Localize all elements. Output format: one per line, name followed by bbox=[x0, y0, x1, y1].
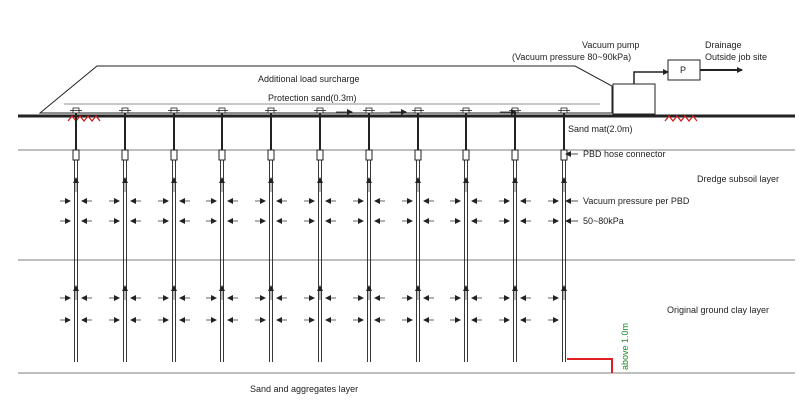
anchor-right bbox=[664, 115, 698, 122]
pipe-fitting bbox=[363, 107, 375, 114]
outside-site-label: Outside job site bbox=[705, 52, 767, 62]
vacuum-pressure-pump-label: (Vacuum pressure 80~90kPa) bbox=[512, 52, 631, 62]
pbd-connector-label: PBD hose connector bbox=[583, 149, 666, 159]
pbd-drains bbox=[70, 107, 570, 362]
surcharge-label: Additional load surcharge bbox=[258, 74, 360, 84]
vacuum-pump-label: Vacuum pump bbox=[582, 40, 639, 50]
dredge-layer-label: Dredge subsoil layer bbox=[697, 174, 779, 184]
pump-connection-pipe bbox=[633, 69, 669, 84]
pbd-hose-connector bbox=[267, 149, 275, 161]
vacuum-pump-box bbox=[612, 83, 656, 115]
pbd-hose-connector bbox=[511, 149, 519, 161]
pbd-hose-connector bbox=[72, 149, 80, 161]
above-depth-label: above 1.0m bbox=[620, 323, 630, 370]
pipe-fitting bbox=[314, 107, 326, 114]
pipe-fitting bbox=[216, 107, 228, 114]
pbd-hose-connector bbox=[170, 149, 178, 161]
pbd-hose-connector bbox=[121, 149, 129, 161]
above-depth-bracket bbox=[567, 358, 613, 373]
pipe-fitting bbox=[168, 107, 180, 114]
pbd-hose-connector bbox=[560, 149, 568, 161]
pbd-hose-connector bbox=[316, 149, 324, 161]
pbd-hose-connector bbox=[365, 149, 373, 161]
drainage-label: Drainage bbox=[705, 40, 742, 50]
original-clay-label: Original ground clay layer bbox=[667, 305, 769, 315]
pump-symbol-label: P bbox=[680, 65, 686, 75]
pbd-hose-connector bbox=[462, 149, 470, 161]
pipe-fitting bbox=[70, 107, 82, 114]
pipe-fitting bbox=[265, 107, 277, 114]
sand-mat-label: Sand mat(2.0m) bbox=[568, 124, 633, 134]
pipe-fitting bbox=[460, 107, 472, 114]
vacuum-per-pbd-label: Vacuum pressure per PBD bbox=[583, 196, 690, 206]
pipe-fitting bbox=[412, 107, 424, 114]
pipe-fitting bbox=[558, 107, 570, 114]
sand-aggregates-label: Sand and aggregates layer bbox=[250, 384, 358, 394]
pipe-fitting bbox=[119, 107, 131, 114]
pbd-hose-connector bbox=[414, 149, 422, 161]
pbd-hose-connector bbox=[218, 149, 226, 161]
flow-arrows bbox=[60, 198, 559, 323]
protection-sand-label: Protection sand(0.3m) bbox=[268, 93, 357, 103]
anchor-left bbox=[67, 115, 101, 122]
vacuum-range-label: 50~80kPa bbox=[583, 216, 624, 226]
